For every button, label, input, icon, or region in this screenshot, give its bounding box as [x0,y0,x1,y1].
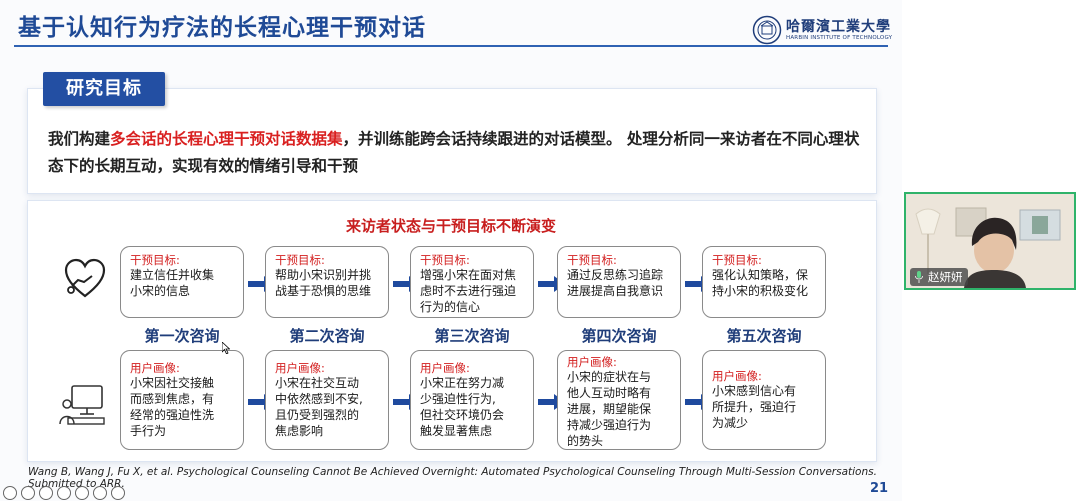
profile-text-line: 小宋在社交互动 [275,376,360,390]
profile-text-line: 小宋的症状在与 [567,370,652,384]
goal-label: 干预目标: [420,253,470,267]
logo-chinese-name: 哈爾濱工業大學 [786,19,891,35]
back-icon[interactable] [3,486,17,500]
goal-card: 干预目标:通过反思练习追踪进展提高自我意识 [557,246,681,318]
goal-label: 干预目标: [130,253,180,267]
goal-text-line: 帮助小宋识别并挑 [275,268,372,282]
profile-label: 用户画像: [420,361,470,375]
profile-text-line: 手行为 [130,424,167,438]
logo-english-name: HARBIN INSTITUTE OF TECHNOLOGY [786,35,893,41]
profile-label: 用户画像: [567,355,617,369]
profile-text-line: 中依然感到不安, [275,392,363,406]
description-panel [27,88,877,194]
description-part1: 我们构建 [48,130,111,148]
profile-text-line: 且仍受到强烈的 [275,408,360,422]
profile-text-line: 进展，期望能保 [567,402,652,416]
pen-icon[interactable] [21,486,35,500]
goal-card: 干预目标:帮助小宋识别并挑战基于恐惧的思维 [265,246,389,318]
goal-label: 干预目标: [275,253,325,267]
page-number: 21 [870,481,889,496]
goal-label: 干预目标: [712,253,762,267]
participant-name-tag: 赵妍妍 [910,268,968,286]
mouse-cursor-icon [222,342,230,354]
profile-card: 用户画像:小宋正在努力减少强迫性行为, 但社交环境仍会触发显著焦虑 [410,350,534,450]
university-seal-icon [752,15,782,45]
profile-text-line: 他人互动时略有 [567,386,652,400]
profile-text-line: 焦虑影响 [275,424,324,438]
heart-care-icon [64,258,106,298]
captions-icon[interactable] [75,486,89,500]
goal-text-line: 建立信任并收集 [130,268,215,282]
profile-card: 用户画像:小宋的症状在与他人互动时略有进展，期望能保持减少强迫行为的势头 [557,350,681,450]
profile-text-line: 的势头 [567,434,604,448]
profile-text-line: 触发显著焦虑 [420,424,493,438]
session-name: 第二次咨询 [289,327,365,345]
participant-name: 赵妍妍 [928,270,963,284]
profile-label: 用户画像: [712,369,762,383]
copy-icon[interactable] [39,486,53,500]
microphone-icon [915,271,923,283]
goal-card: 干预目标:增强小宋在面对焦虑时不去进行强迫行为的信心 [410,246,534,318]
profile-label: 用户画像: [130,361,180,375]
goal-text-line: 通过反思练习追踪 [567,268,664,282]
goal-text-line: 战基于恐惧的思维 [275,284,372,298]
profile-label: 用户画像: [275,361,325,375]
section-heading: 研究目标 [43,72,165,106]
participant-video-tile[interactable]: 赵妍妍 [904,192,1076,290]
title-underline [14,45,888,47]
session-name: 第四次咨询 [581,327,657,345]
session-name: 第五次咨询 [726,327,802,345]
goal-text-line: 小宋的信息 [130,284,191,298]
profile-text-line: 而感到焦虑，有 [130,392,215,406]
goal-text-line: 增强小宋在面对焦 [420,268,517,282]
goal-text-line: 进展提高自我意识 [567,284,664,298]
goal-card: 干预目标:建立信任并收集小宋的信息 [120,246,244,318]
profile-text-line: 经常的强迫性洗 [130,408,215,422]
goal-text-line: 行为的信心 [420,300,481,314]
profile-card: 用户画像:小宋感到信心有所提升，强迫行为减少 [702,350,826,450]
goal-text-line: 强化认知策略，保 [712,268,809,282]
profile-text-line: 小宋因社交接触 [130,376,215,390]
profile-text-line: 持减少强迫行为 [567,418,652,432]
goal-text-line: 持小宋的积极变化 [712,284,809,298]
citation-text: Wang B, Wang J, Fu X, et al. Psychologic… [28,466,877,490]
profile-card: 用户画像:小宋在社交互动中依然感到不安, 且仍受到强烈的焦虑影响 [265,350,389,450]
slide-title: 基于认知行为疗法的长程心理干预对话 [18,15,426,41]
more-icon[interactable] [93,486,107,500]
goal-text-line: 虑时不去进行强迫 [420,284,517,298]
zoom-icon[interactable] [57,486,71,500]
person-computer-icon [59,385,105,425]
description-text: 我们构建多会话的长程心理干预对话数据集，并训练能跨会话持续跟进的对话模型。 处理… [48,126,870,180]
goal-label: 干预目标: [567,253,617,267]
presentation-slide: 基于认知行为疗法的长程心理干预对话 哈爾濱工業大學 HARBIN INSTITU… [3,13,893,500]
session-name: 第一次咨询 [144,327,220,345]
profile-text-line: 小宋正在努力减 [420,376,505,390]
diagram-title: 来访者状态与干预目标不断演变 [345,217,556,235]
profile-text-line: 为减少 [712,416,749,430]
university-logo: 哈爾濱工業大學 HARBIN INSTITUTE OF TECHNOLOGY [752,13,892,47]
description-part2: ，并训练能跨会话持续跟进的对话模型。 处理分析同一来访者在不同心理状态下的长期互… [48,130,860,175]
profile-text-line: 但社交环境仍会 [420,408,505,422]
description-highlight: 多会话的长程心理干预对话数据集 [110,130,343,148]
profile-text-line: 小宋感到信心有 [712,384,797,398]
forward-icon[interactable] [111,486,125,500]
profile-text-line: 所提升，强迫行 [712,400,797,414]
profile-text-line: 少强迫性行为, [420,392,496,406]
session-name: 第三次咨询 [434,327,510,345]
profile-card: 用户画像:小宋因社交接触而感到焦虑，有经常的强迫性洗手行为 [120,350,244,450]
slide-control-bar [3,486,125,500]
goal-card: 干预目标:强化认知策略，保持小宋的积极变化 [702,246,826,318]
